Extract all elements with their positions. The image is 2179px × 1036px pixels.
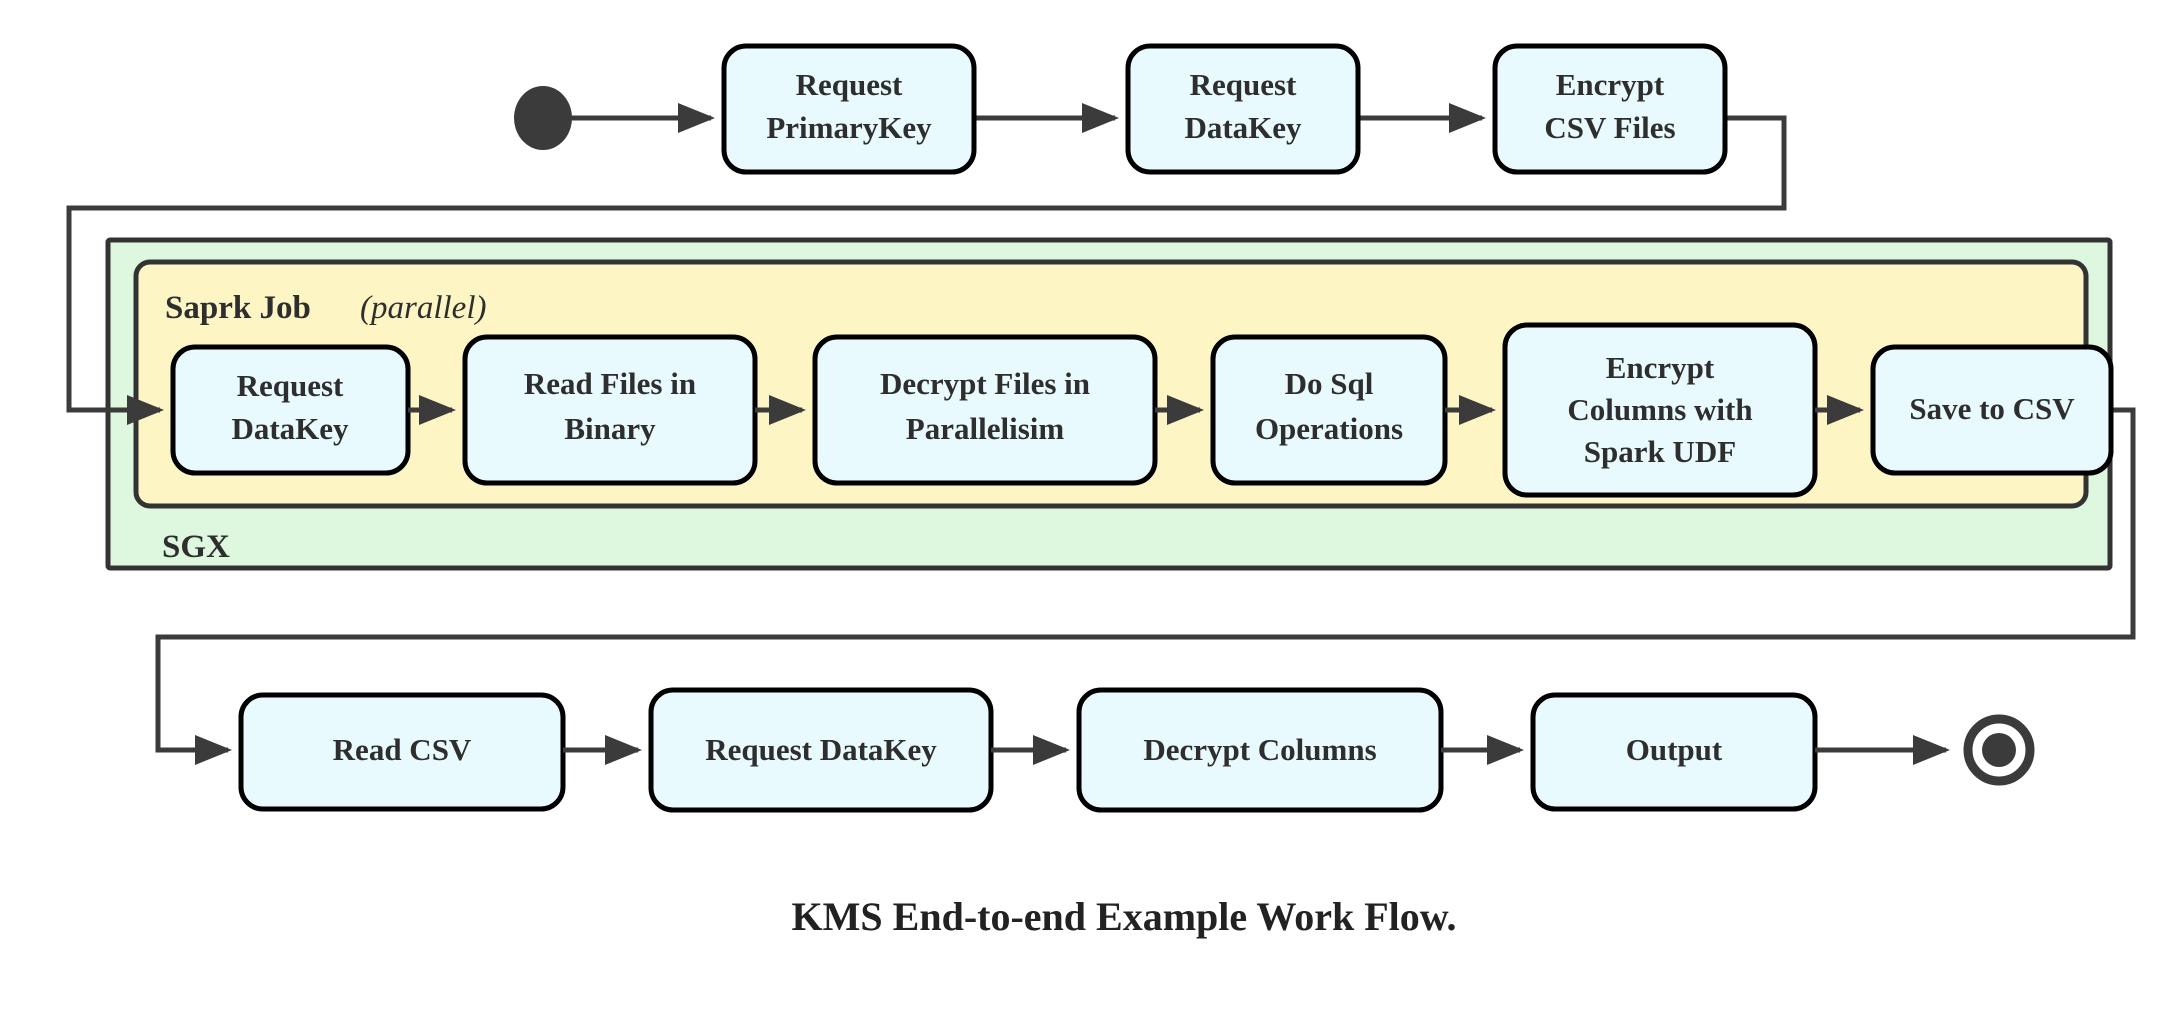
node-read-csv[interactable]: Read CSV bbox=[238, 692, 566, 812]
node-request-datakey-spark-line-2: DataKey bbox=[231, 411, 349, 446]
node-decrypt-columns-line-1: Decrypt Columns bbox=[1143, 732, 1376, 767]
node-decrypt-files-in-parallelisim-shape bbox=[812, 334, 1158, 486]
node-read-files-in-binary[interactable]: Read Files in Binary bbox=[462, 334, 758, 486]
node-decrypt-files-in-parallelisim-line-2: Parallelisim bbox=[906, 411, 1065, 446]
edge-save-to-csv-to-read-csv bbox=[155, 407, 2136, 765]
node-request-primarykey-shape bbox=[721, 43, 977, 175]
node-request-datakey-bottom[interactable]: Request DataKey bbox=[648, 687, 994, 813]
node-do-sql-operations[interactable]: Do Sql Operations bbox=[1210, 334, 1448, 486]
node-read-files-in-binary-line-1: Read Files in bbox=[524, 366, 696, 401]
node-do-sql-operations-shape bbox=[1210, 334, 1448, 486]
node-encrypt-csv-files-shape bbox=[1492, 43, 1728, 175]
node-request-datakey-top-line-1: Request bbox=[1190, 67, 1297, 102]
node-encrypt-columns-with-spark-udf-line-1: Encrypt bbox=[1606, 350, 1715, 385]
start-state-icon bbox=[514, 86, 572, 150]
node-request-datakey-top-line-2: DataKey bbox=[1184, 110, 1302, 145]
node-request-datakey-bottom-line-1: Request DataKey bbox=[705, 732, 937, 767]
edge-encrypt-csv-files-to-spark-request-datakey bbox=[66, 115, 1787, 425]
node-request-primarykey-line-1: Request bbox=[796, 67, 903, 102]
node-decrypt-columns[interactable]: Decrypt Columns bbox=[1076, 687, 1444, 813]
node-output-line-1: Output bbox=[1626, 732, 1723, 767]
node-request-primarykey-line-2: PrimaryKey bbox=[766, 110, 932, 145]
node-request-datakey-top-shape bbox=[1125, 43, 1361, 175]
node-do-sql-operations-line-1: Do Sql bbox=[1285, 366, 1374, 401]
node-encrypt-columns-with-spark-udf[interactable]: Encrypt Columns with Spark UDF bbox=[1502, 322, 1818, 498]
node-read-files-in-binary-shape bbox=[462, 334, 758, 486]
node-read-csv-line-1: Read CSV bbox=[333, 732, 472, 767]
sgx-group-label: SGX bbox=[162, 529, 230, 565]
node-save-to-csv[interactable]: Save to CSV bbox=[1870, 344, 2114, 476]
node-request-datakey-spark[interactable]: Request DataKey bbox=[170, 344, 411, 476]
node-output[interactable]: Output bbox=[1530, 692, 1818, 812]
node-encrypt-csv-files[interactable]: Encrypt CSV Files bbox=[1492, 43, 1728, 175]
node-read-files-in-binary-line-2: Binary bbox=[564, 411, 656, 446]
final-state-ring-icon bbox=[1963, 714, 2035, 786]
diagram-caption: KMS End-to-end Example Work Flow. bbox=[792, 894, 1457, 939]
node-encrypt-columns-with-spark-udf-line-3: Spark UDF bbox=[1584, 434, 1736, 469]
node-decrypt-files-in-parallelisim[interactable]: Decrypt Files in Parallelisim bbox=[812, 334, 1158, 486]
node-request-datakey-spark-shape bbox=[170, 344, 411, 476]
node-save-to-csv-line-1: Save to CSV bbox=[1909, 391, 2075, 426]
node-encrypt-csv-files-line-2: CSV Files bbox=[1544, 110, 1675, 145]
final-state-dot-icon bbox=[1982, 733, 2016, 767]
node-request-datakey-spark-line-1: Request bbox=[237, 368, 344, 403]
spark-job-group-label-parallel: (parallel) bbox=[360, 290, 486, 326]
node-decrypt-files-in-parallelisim-line-1: Decrypt Files in bbox=[880, 366, 1090, 401]
spark-job-group-label: Saprk Job bbox=[165, 290, 311, 326]
node-encrypt-columns-with-spark-udf-line-2: Columns with bbox=[1567, 392, 1752, 427]
node-do-sql-operations-line-2: Operations bbox=[1255, 411, 1403, 446]
node-save-to-csv-shape bbox=[1870, 344, 2114, 476]
node-encrypt-csv-files-line-1: Encrypt bbox=[1556, 67, 1665, 102]
node-request-primarykey[interactable]: Request PrimaryKey bbox=[721, 43, 977, 175]
node-request-datakey-top[interactable]: Request DataKey bbox=[1125, 43, 1361, 175]
